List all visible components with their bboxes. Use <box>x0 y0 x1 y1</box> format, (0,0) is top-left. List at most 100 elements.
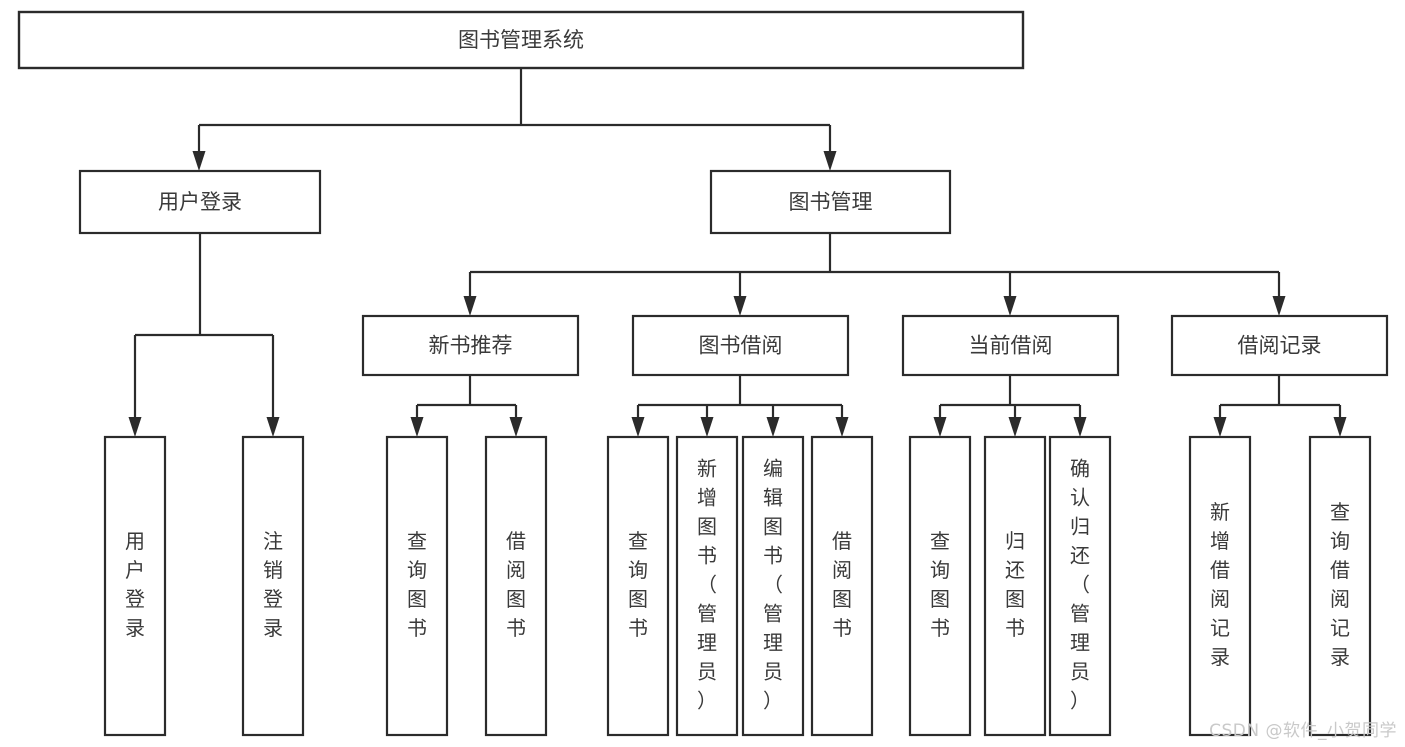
node-label-char: ） <box>1070 689 1090 713</box>
node-label-char: 管 <box>1070 602 1090 626</box>
node-current-borrow[interactable]: 当前借阅 <box>901 314 1120 377</box>
node-root[interactable]: 图书管理系统 <box>17 10 1025 70</box>
node-label-char: 查 <box>930 529 950 553</box>
arrow-head-icon <box>509 417 523 437</box>
arrow-head-icon <box>631 417 645 437</box>
node-label-char: 理 <box>697 631 717 655</box>
node-label-char: 图 <box>407 587 427 611</box>
node-label-char: （ <box>1070 573 1090 597</box>
node-label-char: 录 <box>1210 645 1230 669</box>
arrow-head-icon <box>823 151 837 171</box>
node-label-char: 查 <box>407 529 427 553</box>
node-label-char: 书 <box>1005 616 1025 640</box>
arrow-head-icon <box>733 296 747 316</box>
arrow-head-icon <box>128 417 142 437</box>
node-label-char: 书 <box>832 616 852 640</box>
node-label-char: 登 <box>263 587 283 611</box>
node-label-char: 户 <box>125 558 145 582</box>
node-label-char: 书 <box>763 544 783 568</box>
node-label-char: 认 <box>1070 486 1090 510</box>
node-label-char: 图 <box>930 587 950 611</box>
node-book-manage[interactable]: 图书管理 <box>709 169 952 235</box>
node-leaf-user-login[interactable]: 用户登录 <box>103 435 167 737</box>
node-label-char: 归 <box>1070 515 1090 539</box>
node-label-char: 记 <box>1210 616 1230 640</box>
node-box <box>484 435 548 737</box>
node-label-char: 图 <box>1005 587 1025 611</box>
arrow-head-icon <box>192 151 206 171</box>
node-label-char: 询 <box>1330 529 1350 553</box>
node-label-char: 图 <box>506 587 526 611</box>
node-box <box>361 314 580 377</box>
node-label-char: 记 <box>1330 616 1350 640</box>
node-label-char: 图 <box>763 515 783 539</box>
node-box <box>810 435 874 737</box>
node-box <box>741 435 805 737</box>
node-box <box>1170 314 1389 377</box>
node-label-char: 书 <box>930 616 950 640</box>
node-box <box>606 435 670 737</box>
node-label-char: 书 <box>407 616 427 640</box>
node-label-char: 录 <box>125 616 145 640</box>
node-label-char: 阅 <box>506 558 526 582</box>
node-label-char: 询 <box>628 558 648 582</box>
node-label-char: （ <box>697 573 717 597</box>
node-box <box>631 314 850 377</box>
node-label: 图书借阅 <box>699 334 783 358</box>
arrow-head-icon <box>766 417 780 437</box>
node-label-char: 管 <box>697 602 717 626</box>
node-box <box>241 435 305 737</box>
node-label-char: 编 <box>763 457 783 481</box>
node-label-char: 询 <box>407 558 427 582</box>
node-label-char: 借 <box>1330 558 1350 582</box>
node-new-book-recommend[interactable]: 新书推荐 <box>361 314 580 377</box>
node-label-char: 增 <box>1210 529 1230 553</box>
node-label-char: 阅 <box>1330 587 1350 611</box>
node-label-char: 图 <box>628 587 648 611</box>
node-label-char: 员 <box>763 660 783 684</box>
node-label: 图书管理 <box>789 190 873 214</box>
node-label-char: 登 <box>125 587 145 611</box>
node-label-char: 新 <box>1210 500 1230 524</box>
node-book-borrow[interactable]: 图书借阅 <box>631 314 850 377</box>
node-label-char: 还 <box>1070 544 1090 568</box>
node-label-char: 理 <box>1070 631 1090 655</box>
node-label-char: 查 <box>628 529 648 553</box>
node-user-login[interactable]: 用户登录 <box>78 169 322 235</box>
node-label-char: 确 <box>1070 457 1090 481</box>
node-label-char: 理 <box>763 631 783 655</box>
node-label-char: 阅 <box>1210 587 1230 611</box>
arrow-head-icon <box>1073 417 1087 437</box>
node-box <box>908 435 972 737</box>
node-label-char: 用 <box>125 529 145 553</box>
arrow-head-icon <box>1003 296 1017 316</box>
node-label-char: 图 <box>832 587 852 611</box>
node-label-char: 还 <box>1005 558 1025 582</box>
node-label-char: 新 <box>697 457 717 481</box>
node-label-char: ） <box>763 689 783 713</box>
node-box <box>1188 435 1252 737</box>
arrow-head-icon <box>266 417 280 437</box>
arrow-head-icon <box>933 417 947 437</box>
node-label-char: 员 <box>1070 660 1090 684</box>
node-borrow-record[interactable]: 借阅记录 <box>1170 314 1389 377</box>
arrow-head-icon <box>463 296 477 316</box>
node-box <box>1308 435 1372 737</box>
node-box <box>78 169 322 235</box>
node-box <box>103 435 167 737</box>
node-label-char: 图 <box>697 515 717 539</box>
